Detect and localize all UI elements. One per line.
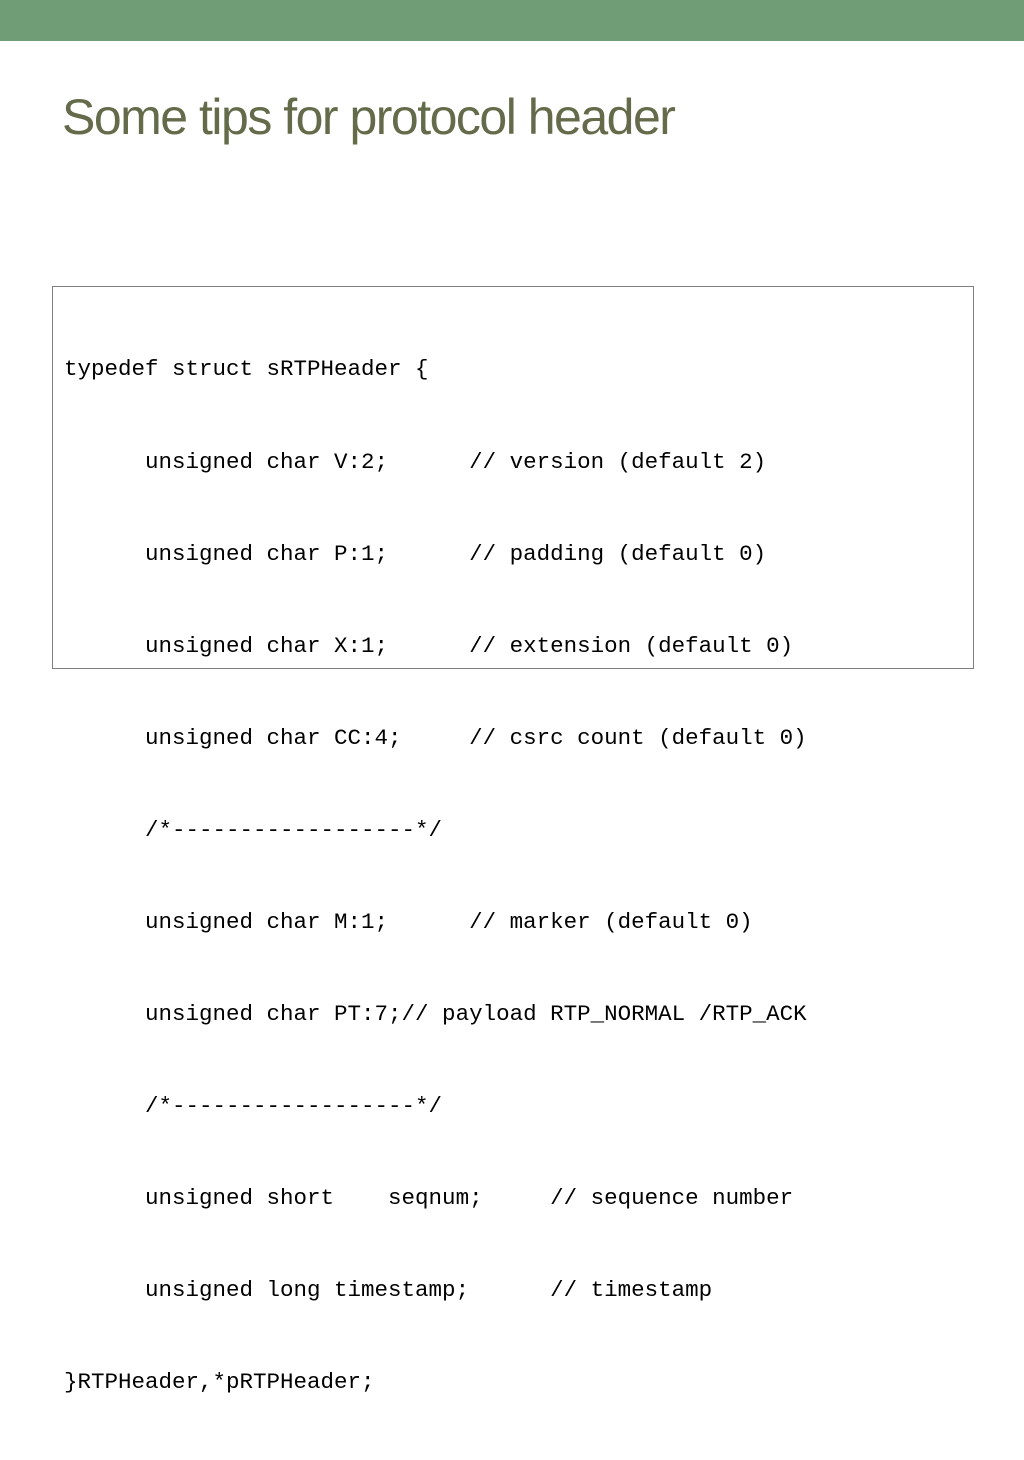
code-line: unsigned char PT:7;// payload RTP_NORMAL… — [64, 1001, 807, 1028]
code-line: /*------------------*/ — [64, 816, 443, 843]
code-line: unsigned char V:2; // version (default 2… — [64, 448, 767, 475]
code-line: unsigned char M:1; // marker (default 0) — [64, 908, 753, 935]
code-line: typedef struct sRTPHeader { — [64, 356, 429, 383]
code-block: typedef struct sRTPHeader { unsigned cha… — [52, 286, 974, 1395]
code-line: unsigned char X:1; // extension (default… — [64, 632, 794, 659]
code-line: unsigned long timestamp; // timestamp — [64, 1277, 713, 1304]
top-accent-bar — [0, 0, 1024, 41]
code-text: typedef struct sRTPHeader { unsigned cha… — [64, 293, 807, 1460]
code-line: /*------------------*/ — [64, 1093, 443, 1120]
code-line: unsigned short seqnum; // sequence numbe… — [64, 1185, 794, 1212]
code-line: unsigned char P:1; // padding (default 0… — [64, 540, 767, 567]
slide-title: Some tips for protocol header — [62, 89, 676, 145]
code-line: unsigned char CC:4; // csrc count (defau… — [64, 724, 807, 751]
code-line: }RTPHeader,*pRTPHeader; — [64, 1369, 375, 1396]
